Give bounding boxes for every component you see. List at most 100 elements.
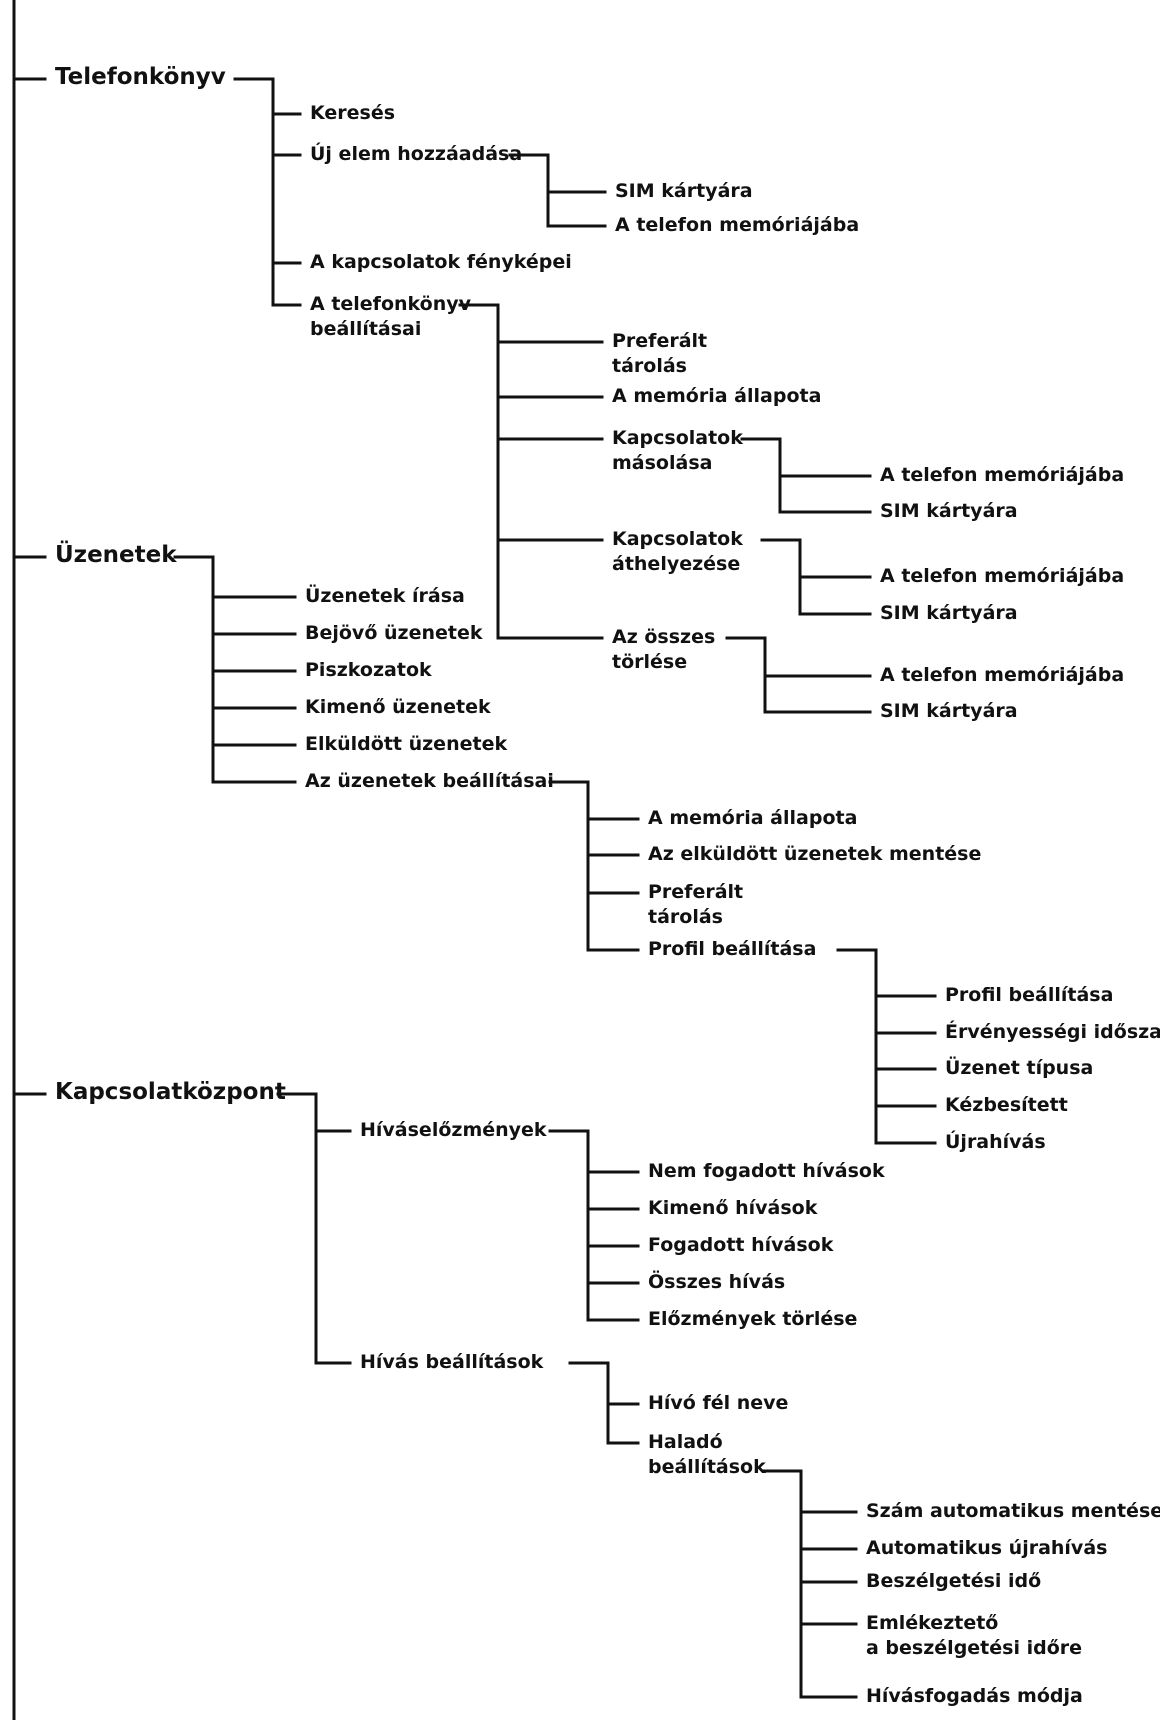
menu-item-text-line: beállítások xyxy=(648,1455,766,1478)
menu-item-text-line: A memória állapota xyxy=(648,806,858,829)
menu-item-text-line: Üzenetek xyxy=(55,542,177,569)
menu-item-label: A kapcsolatok fényképei xyxy=(310,250,572,278)
menu-item-text-line: Profil beállítása xyxy=(648,937,817,960)
menu-item-text-line: beállításai xyxy=(310,317,422,340)
menu-item-label: Új elem hozzáadása xyxy=(310,144,522,170)
menu-item-text-line: SIM kártyára xyxy=(880,499,1018,522)
menu-item-text-line: Újrahívás xyxy=(945,1130,1046,1153)
menu-category-label: Telefonkönyv xyxy=(55,66,226,91)
menu-item-text-line: Piszkozatok xyxy=(305,658,432,681)
menu-item-text-line: áthelyezése xyxy=(612,552,741,575)
menu-item-label: A telefon memóriájába xyxy=(880,564,1125,592)
menu-category-label: Kapcsolatközpont xyxy=(55,1081,286,1106)
menu-item-text-line: Az összes xyxy=(612,625,716,648)
menu-item-label: Profil beállítása xyxy=(945,983,1114,1011)
menu-item-label: Újrahívás xyxy=(945,1130,1046,1158)
menu-item-label: Hívásfogadás módja xyxy=(866,1684,1083,1712)
menu-item-label: Összes hívás xyxy=(648,1270,786,1298)
menu-item-text-line: Bejövő üzenetek xyxy=(305,621,483,644)
menu-item-text-line: SIM kártyára xyxy=(880,601,1018,624)
menu-item-text-line: A telefon memóriájába xyxy=(615,213,860,236)
menu-item-text-line: A kapcsolatok fényképei xyxy=(310,250,572,273)
menu-item-text-line: Összes hívás xyxy=(648,1270,786,1293)
menu-item-label: Kimenő üzenetek xyxy=(305,695,491,723)
menu-item-label: Profil beállítása xyxy=(648,937,817,965)
menu-item-text-line: Nem fogadott hívások xyxy=(648,1159,885,1182)
menu-item-text-line: Automatikus újrahívás xyxy=(866,1536,1108,1559)
menu-item-label: Üzenet típusa xyxy=(945,1056,1094,1084)
menu-item-label: SIM kártyára xyxy=(615,181,753,207)
menu-item-text-line: Emlékeztető xyxy=(866,1611,999,1634)
menu-item-label: Bejövő üzenetek xyxy=(305,621,483,649)
menu-item-text-line: A telefon memóriájába xyxy=(880,663,1125,686)
menu-item-text-line: SIM kártyára xyxy=(880,699,1018,722)
menu-item-text-line: Kimenő üzenetek xyxy=(305,695,491,718)
menu-item-label: Hívás beállítások xyxy=(360,1350,544,1378)
menu-item-label: SIM kártyára xyxy=(880,699,1018,727)
menu-item-label: A memória állapota xyxy=(612,384,822,412)
menu-item-label: Üzenetek írása xyxy=(305,584,465,612)
menu-item-label: Kézbesített xyxy=(945,1093,1068,1121)
menu-item-text-line: Szám automatikus mentése xyxy=(866,1499,1160,1522)
menu-item-text-line: A telefon memóriájába xyxy=(880,463,1125,486)
menu-item-label: Hívó fél neve xyxy=(648,1391,789,1419)
menu-item-label: SIM kártyára xyxy=(880,601,1018,629)
menu-item-label: A memória állapota xyxy=(648,806,858,834)
menu-item-label: A telefon memóriájába xyxy=(880,463,1125,491)
menu-item-text-line: Az üzenetek beállításai xyxy=(305,769,554,792)
menu-item-text-line: Üzenetek írása xyxy=(305,584,465,607)
menu-item-text-line: Kapcsolatközpont xyxy=(55,1079,286,1106)
menu-item-text-line: Hívásfogadás módja xyxy=(866,1684,1083,1707)
menu-item-label: Beszélgetési idő xyxy=(866,1569,1042,1597)
menu-item-label: Az üzenetek beállításai xyxy=(305,769,554,797)
menu-category-label: Üzenetek xyxy=(55,544,177,569)
menu-item-label: SIM kártyára xyxy=(880,499,1018,527)
menu-item-text-line: Érvényességi időszak xyxy=(945,1020,1160,1043)
menu-item-text-line: Hívás beállítások xyxy=(360,1350,544,1373)
menu-item-text-line: másolása xyxy=(612,451,713,474)
menu-item-text-line: tárolás xyxy=(648,905,723,928)
menu-item-label: Nem fogadott hívások xyxy=(648,1159,885,1187)
menu-item-text-line: Előzmények törlése xyxy=(648,1307,858,1330)
menu-item-label: Érvényességi időszak xyxy=(945,1020,1160,1048)
menu-item-text-line: Kapcsolatok xyxy=(612,527,743,550)
menu-item-text-line: Fogadott hívások xyxy=(648,1233,834,1256)
menu-item-text-line: Kimenő hívások xyxy=(648,1196,818,1219)
menu-item-label: Automatikus újrahívás xyxy=(866,1536,1108,1564)
menu-item-label: A telefon memóriájába xyxy=(880,663,1125,691)
menu-item-label: Híváselőzmények xyxy=(360,1120,547,1146)
menu-item-text-line: Haladó xyxy=(648,1430,723,1453)
menu-item-text-line: Üzenet típusa xyxy=(945,1056,1094,1079)
menu-item-label: Kimenő hívások xyxy=(648,1196,818,1224)
menu-item-text-line: A telefonkönyv xyxy=(310,292,472,315)
menu-item-text-line: Telefonkönyv xyxy=(55,64,226,91)
menu-item-label: Szám automatikus mentése xyxy=(866,1499,1160,1527)
menu-item-text-line: Az elküldött üzenetek mentése xyxy=(648,842,982,865)
menu-item-text-line: Preferált xyxy=(612,329,708,352)
menu-item-text-line: Kapcsolatok xyxy=(612,426,743,449)
menu-item-text-line: Kézbesített xyxy=(945,1093,1068,1116)
menu-item-label: Fogadott hívások xyxy=(648,1233,834,1261)
menu-item-label: Keresés xyxy=(310,101,396,129)
menu-item-label: Előzmények törlése xyxy=(648,1307,858,1335)
menu-item-text-line: Hívó fél neve xyxy=(648,1391,789,1414)
menu-item-text-line: Profil beállítása xyxy=(945,983,1114,1006)
menu-item-text-line: Keresés xyxy=(310,101,396,124)
menu-item-label: Elküldött üzenetek xyxy=(305,732,508,760)
menu-item-text-line: A telefon memóriájába xyxy=(880,564,1125,587)
menu-item-label: Az elküldött üzenetek mentése xyxy=(648,842,982,870)
menu-item-text-line: A memória állapota xyxy=(612,384,822,407)
menu-item-label: A telefon memóriájába xyxy=(615,213,860,241)
menu-item-text-line: Beszélgetési idő xyxy=(866,1569,1042,1592)
menu-item-text-line: Elküldött üzenetek xyxy=(305,732,508,755)
